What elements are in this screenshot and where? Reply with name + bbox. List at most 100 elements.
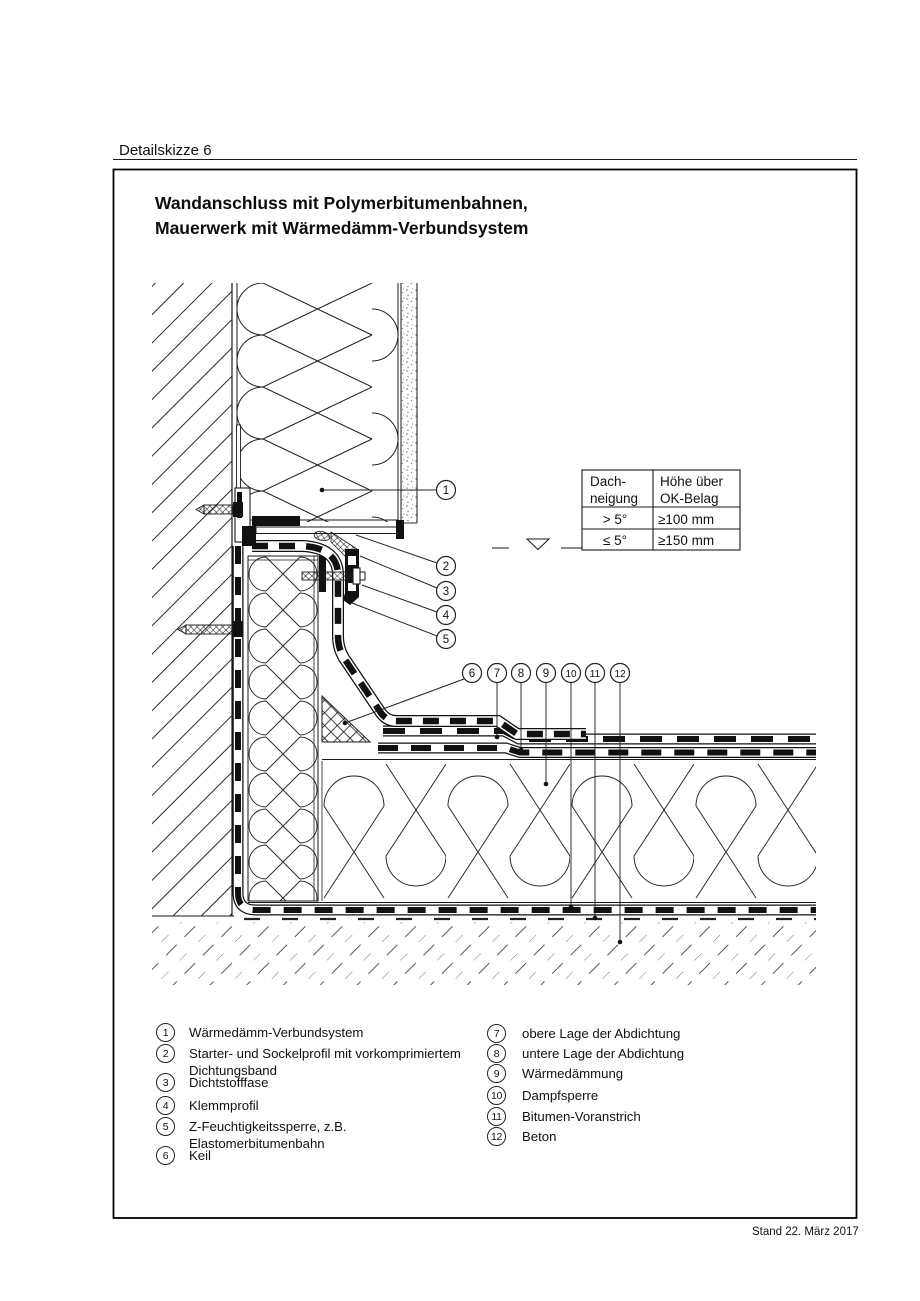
starter-profile: [234, 424, 404, 546]
table-cell-slope-1: > 5°: [603, 512, 628, 527]
callout-8: 8: [510, 662, 532, 684]
sealing-tape: [313, 530, 331, 542]
callout-leader-dots: [319, 487, 623, 945]
callout-4: 4: [435, 604, 457, 626]
callout-2: 2: [435, 555, 457, 577]
legend-text: Dampfsperre: [522, 1088, 599, 1103]
legend-item-label: obere Lage der Abdichtung: [522, 1025, 680, 1042]
svg-text:5: 5: [443, 634, 449, 646]
legend-item-1: 1 Wärmedämm-Verbundsystem: [156, 1023, 363, 1042]
callout-leaders: [322, 489, 621, 942]
legend-number-badge: 6: [156, 1146, 175, 1165]
legend-number-badge: 9: [487, 1064, 506, 1083]
roof-insulation: [248, 759, 816, 903]
legend-item-label: Z-Feuchtigkeitssperre, z.B. Elastomerbit…: [189, 1118, 347, 1152]
upper-waterproofing-layer: [383, 725, 816, 745]
svg-text:10: 10: [565, 669, 577, 680]
callout-3: 3: [435, 580, 457, 602]
legend-number-badge: 7: [487, 1024, 506, 1043]
anchor-screw-top: [195, 502, 243, 517]
legend-text: Elastomerbitumenbahn: [189, 1136, 325, 1151]
drawing-title-line2: Mauerwerk mit Wärmedämm-Verbundsystem: [155, 218, 529, 238]
callout-11: 11: [584, 662, 606, 684]
callout-6: 6: [461, 662, 483, 684]
svg-text:8: 8: [518, 668, 524, 680]
plaster-layer: [400, 283, 418, 524]
svg-text:3: 3: [443, 586, 449, 598]
table-cell-height-1: ≥100 mm: [658, 512, 714, 527]
legend-item-2: 2 Starter- und Sockelprofil mit vorkompr…: [156, 1044, 461, 1079]
legend-number-badge: 8: [487, 1044, 506, 1063]
legend-item-4: 4 Klemmprofil: [156, 1096, 259, 1115]
legend-text: Z-Feuchtigkeitssperre, z.B.: [189, 1119, 347, 1134]
legend-text: Starter- und Sockelprofil mit vorkomprim…: [189, 1046, 461, 1061]
legend-text: untere Lage der Abdichtung: [522, 1046, 685, 1061]
slope-table: Dach- neigung Höhe über OK-Belag > 5° ≥1…: [581, 469, 741, 551]
legend-item-5: 5 Z-Feuchtigkeitssperre, z.B. Elastomerb…: [156, 1117, 347, 1152]
svg-text:6: 6: [469, 668, 475, 680]
svg-text:4: 4: [443, 610, 450, 622]
callout-10: 10: [560, 662, 582, 684]
legend-text: Dichtstofffase: [189, 1075, 269, 1090]
legend-text: Klemmprofil: [189, 1098, 259, 1113]
legend-item-label: Klemmprofil: [189, 1097, 259, 1114]
callout-1: 1: [435, 479, 457, 501]
legend-text: Keil: [189, 1148, 211, 1163]
legend-item-label: Beton: [522, 1128, 556, 1145]
legend-number-badge: 3: [156, 1073, 175, 1092]
legend-number-badge: 2: [156, 1044, 175, 1063]
water-level-symbol: [492, 538, 582, 551]
anchor-screw-lower: [177, 621, 243, 637]
svg-text:2: 2: [443, 561, 449, 573]
legend-item-label: untere Lage der Abdichtung: [522, 1045, 684, 1062]
legend-item-10: 10 Dampfsperre: [487, 1086, 598, 1105]
legend-number-badge: 11: [487, 1107, 506, 1126]
lower-waterproofing-layer: [378, 742, 816, 758]
table-cell-height-2: ≥150 mm: [658, 533, 714, 548]
legend-item-label: Keil: [189, 1147, 211, 1164]
legend-text: Dichtungsband: [189, 1063, 277, 1078]
svg-text:11: 11: [590, 669, 601, 680]
svg-text:12: 12: [614, 669, 626, 680]
legend-text: obere Lage der Abdichtung: [522, 1026, 681, 1041]
clamp-profile: [343, 549, 359, 605]
legend-item-11: 11 Bitumen-Voranstrich: [487, 1107, 641, 1126]
concrete-slab-hatch: [152, 922, 816, 985]
legend-item-8: 8 untere Lage der Abdichtung: [487, 1044, 684, 1063]
svg-text:7: 7: [494, 668, 500, 680]
table-header-col1-line1: Dach-: [590, 474, 626, 489]
legend-text: Beton: [522, 1129, 557, 1144]
legend-text: Wärmedämmung: [522, 1066, 624, 1081]
clamp-screw: [301, 567, 366, 585]
wedge: [321, 694, 372, 743]
legend-item-label: Wärmedämm-Verbundsystem: [189, 1024, 363, 1041]
callout-7: 7: [486, 662, 508, 684]
table-header-col2-line2: OK-Belag: [660, 491, 719, 506]
upstand-insulation: [247, 552, 326, 902]
masonry-wall-hatch: [152, 283, 234, 917]
z-moisture-barrier: [252, 540, 586, 740]
legend-number-badge: 4: [156, 1096, 175, 1115]
legend-item-label: Wärmedämmung: [522, 1065, 623, 1082]
callout-5: 5: [435, 628, 457, 650]
drawing-title-line1: Wandanschluss mit Polymerbitumenbahnen,: [155, 193, 528, 213]
page-title: Detailskizze 6: [119, 142, 212, 159]
table-cell-slope-2: ≤ 5°: [603, 533, 627, 548]
legend-item-9: 9 Wärmedämmung: [487, 1064, 623, 1083]
legend-item-label: Starter- und Sockelprofil mit vorkomprim…: [189, 1045, 461, 1079]
drawing-title: Wandanschluss mit Polymerbitumenbahnen, …: [155, 191, 528, 241]
legend-number-badge: 12: [487, 1127, 506, 1146]
callout-12: 12: [609, 662, 631, 684]
legend-item-label: Dampfsperre: [522, 1087, 598, 1104]
legend-item-label: Dichtstofffase: [189, 1074, 268, 1091]
table-header-col1-line2: neigung: [590, 491, 638, 506]
legend-item-3: 3 Dichtstofffase: [156, 1073, 268, 1092]
svg-text:1: 1: [443, 485, 449, 497]
vapor-barrier: [232, 546, 816, 916]
legend-item-12: 12 Beton: [487, 1127, 556, 1146]
legend-item-7: 7 obere Lage der Abdichtung: [487, 1024, 680, 1043]
svg-text:9: 9: [543, 668, 549, 680]
wdvs-insulation: [236, 283, 399, 522]
legend-item-6: 6 Keil: [156, 1146, 211, 1165]
